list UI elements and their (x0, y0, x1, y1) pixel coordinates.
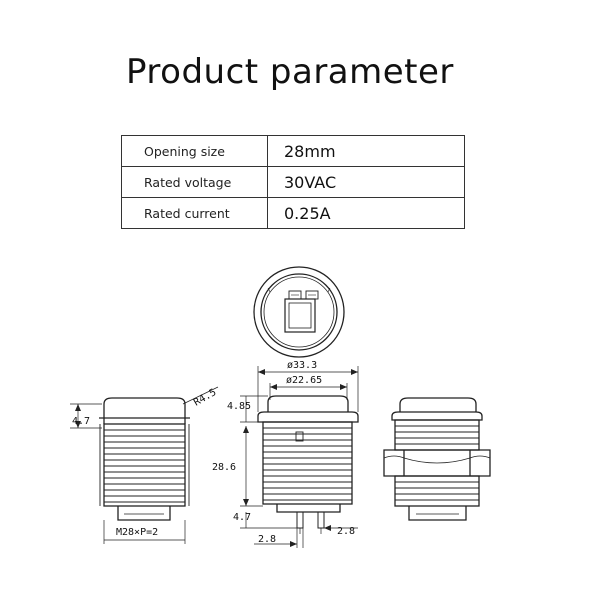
page-title: Product parameter (126, 52, 454, 92)
dim-body-height: 28.6 (212, 462, 236, 473)
param-value: 0.25A (267, 197, 465, 229)
dim-thread: M28×P=2 (116, 527, 158, 538)
table-row: Opening size 28mm (121, 135, 465, 167)
dim-inner-diameter: ø22.65 (286, 375, 322, 386)
dim-outer-diameter: ø33.3 (287, 360, 317, 371)
dimension-arrows (75, 369, 358, 547)
table-row: Rated current 0.25A (121, 197, 465, 229)
front-view (240, 366, 359, 548)
dim-terminal-width: 2.8 (337, 526, 355, 537)
right-side-view (383, 397, 491, 521)
dim-terminal-gap: 2.8 (258, 534, 276, 545)
dim-terminal-height: 4.7 (233, 512, 251, 523)
param-value: 28mm (267, 135, 465, 167)
left-side-view (70, 386, 219, 544)
parameter-table: Opening size 28mm Rated voltage 30VAC Ra… (121, 135, 465, 229)
param-label: Rated voltage (121, 166, 268, 198)
dim-radius: R4.5 (192, 387, 218, 409)
param-label: Rated current (121, 197, 268, 229)
dim-left-top-height: 4.7 (72, 416, 90, 427)
dim-cap-height: 4.85 (227, 401, 251, 412)
top-view (253, 266, 345, 358)
param-label: Opening size (121, 135, 268, 167)
